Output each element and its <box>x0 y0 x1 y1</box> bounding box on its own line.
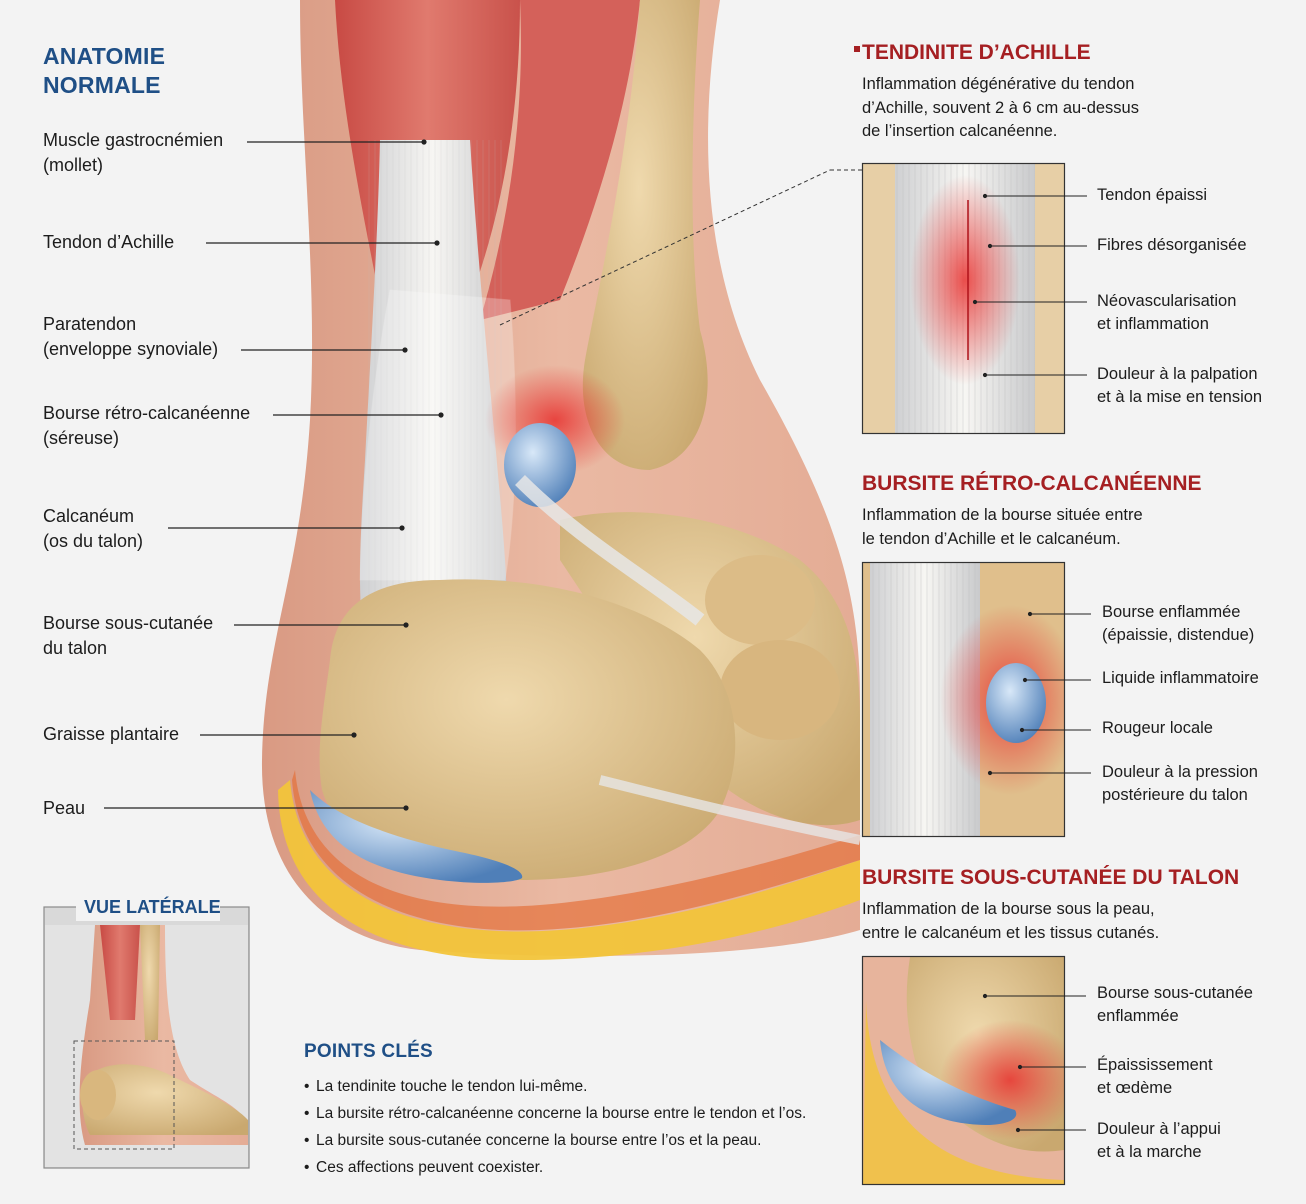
tendinitis-label-thickened: Tendon épaissi <box>1097 186 1208 204</box>
normal-anatomy-title: ANATOMIE NORMALE <box>43 43 166 98</box>
label-paratendon: Paratendon (enveloppe synoviale) <box>43 314 219 359</box>
label-calcaneus: Calcanéum (os du talon) <box>43 506 144 551</box>
tendinitis-label-neovascularization: Néovascularisation et inflammation <box>1097 292 1237 333</box>
key-point-item: •La bursite sous-cutanée concerne la bou… <box>304 1132 762 1149</box>
tendinitis-label-fibers: Fibres désorganisée <box>1097 236 1247 254</box>
subcutaneous-label-edema: Épaississement et œdème <box>1097 1056 1213 1097</box>
tendinitis-label-pain: Douleur à la palpation et à la mise en t… <box>1097 365 1263 406</box>
key-points-list: •La tendinite touche le tendon lui-même.… <box>304 1076 806 1184</box>
subcutaneous-label-pain: Douleur à l’appui et à la marche <box>1097 1120 1221 1161</box>
label-achilles-tendon: Tendon d’Achille <box>43 232 175 252</box>
subcutaneous-title: BURSITE SOUS-CUTANÉE DU TALON <box>862 866 1240 889</box>
label-subcutaneous-bursa: Bourse sous-cutanée du talon <box>43 613 214 658</box>
retrocalcaneal-label-pain: Douleur à la pression postérieure du tal… <box>1102 763 1258 804</box>
lateral-view-title: VUE LATÉRALE <box>84 897 221 917</box>
red-marker-icon <box>854 46 860 52</box>
tendinitis-description: Inflammation dégénérative du tendon d’Ac… <box>862 75 1139 140</box>
key-point-item: •Ces affections peuvent coexister. <box>304 1159 544 1176</box>
retrocalcaneal-description: Inflammation de la bourse située entre l… <box>862 506 1143 548</box>
key-point-item: •La tendinite touche le tendon lui-même. <box>304 1078 588 1095</box>
key-points-title: POINTS CLÉS <box>304 1041 433 1062</box>
subcutaneous-description: Inflammation de la bourse sous la peau, … <box>862 900 1160 942</box>
label-skin: Peau <box>43 798 86 818</box>
retrocalcaneal-label-redness: Rougeur locale <box>1102 719 1213 737</box>
retrocalcaneal-label-bursa: Bourse enflammée (épaissie, distendue) <box>1102 603 1255 644</box>
key-point-item: •La bursite rétro-calcanéenne concerne l… <box>304 1105 807 1122</box>
label-gastrocnemius: Muscle gastrocnémien (mollet) <box>43 130 224 175</box>
label-retrocalcaneal-bursa: Bourse rétro-calcanéenne (séreuse) <box>43 403 251 448</box>
tendinitis-title: TENDINITE D’ACHILLE <box>862 41 1091 64</box>
subcutaneous-label-bursa: Bourse sous-cutanée enflammée <box>1097 984 1253 1025</box>
retrocalcaneal-title: BURSITE RÉTRO-CALCANÉENNE <box>862 472 1202 495</box>
label-plantar-fat: Graisse plantaire <box>43 724 180 744</box>
retrocalcaneal-label-fluid: Liquide inflammatoire <box>1102 669 1259 687</box>
